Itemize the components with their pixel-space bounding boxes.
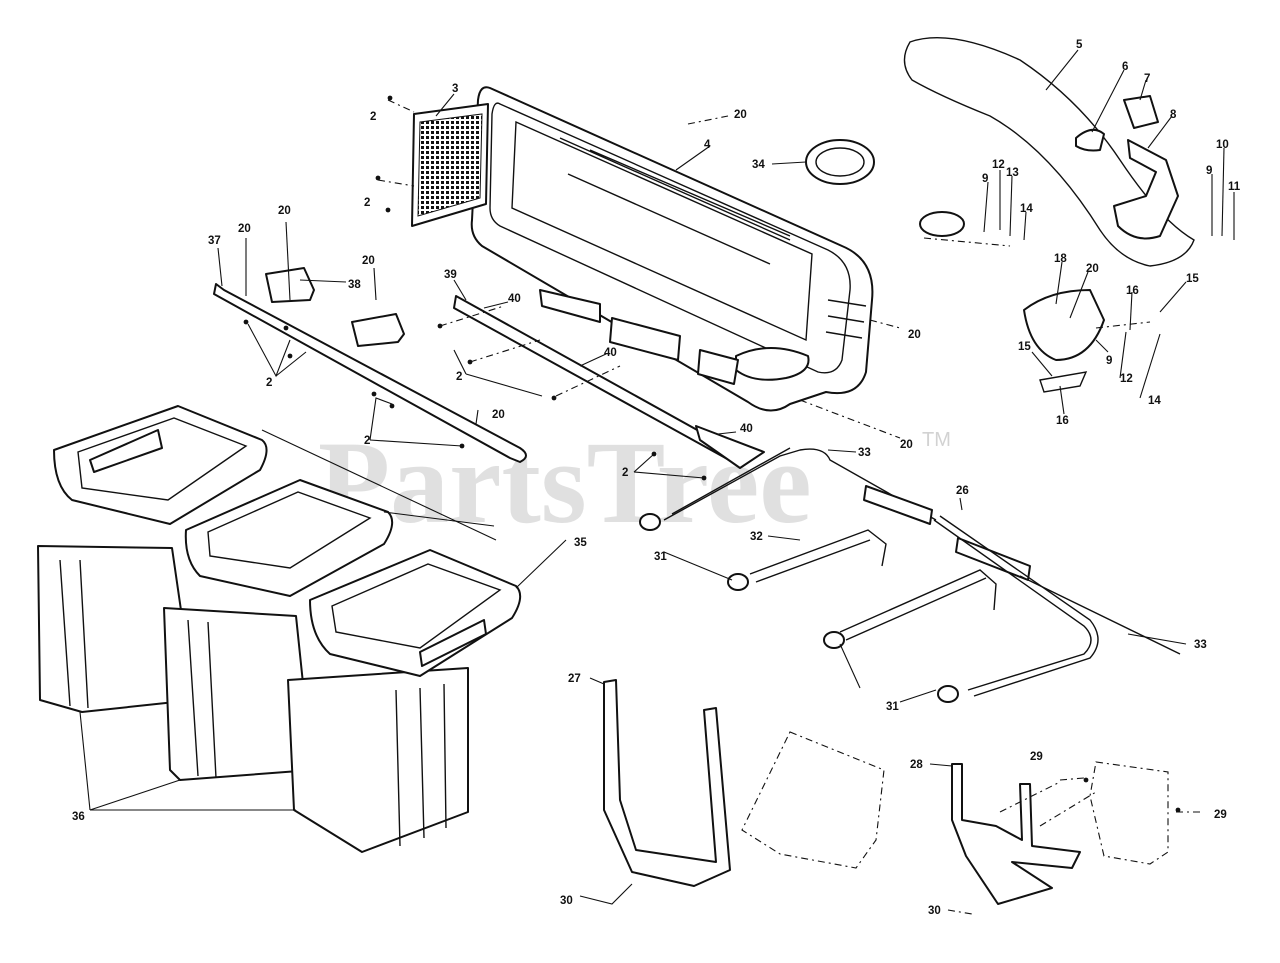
callout-labels: 2 2 2 2 2 2 3 4 5 6 7 8 9 9 9 10 11 12 1… [72,39,1241,917]
callout-2: 2 [622,467,628,479]
discharge-chute [903,37,1195,267]
pivot-bar [1039,371,1088,393]
hopper-housing [470,86,874,412]
callout-2: 2 [364,197,370,209]
round-plate [919,211,965,237]
callout-28: 28 [910,759,923,771]
callout-14: 14 [1020,203,1033,215]
callout-20: 20 [362,255,375,267]
callout-39: 39 [444,269,457,281]
hardware-fasteners [243,95,1181,813]
callout-14: 14 [1148,395,1161,407]
callout-30: 30 [928,905,941,917]
callout-10: 10 [1216,139,1229,151]
callout-9: 9 [1206,165,1212,177]
callout-37: 37 [208,235,221,247]
leader-lines [79,49,1235,915]
adapter-part [1023,289,1105,361]
callout-16: 16 [1056,415,1069,427]
callout-31: 31 [886,701,899,713]
callout-12: 12 [1120,373,1133,385]
callout-16: 16 [1126,285,1139,297]
callout-36: 36 [72,811,85,823]
callout-20: 20 [238,223,251,235]
callout-20: 20 [492,409,505,421]
callout-20: 20 [278,205,291,217]
rear-bar [453,289,765,469]
callout-27: 27 [568,673,581,685]
callout-34: 34 [752,159,765,171]
callout-7: 7 [1144,73,1150,85]
callout-29: 29 [1214,809,1227,821]
callout-40: 40 [740,423,753,435]
mounting-plate-left [741,731,885,869]
callout-32: 32 [750,531,763,543]
callout-9: 9 [982,173,988,185]
ring-seal [805,139,875,185]
bag-3 [287,549,522,853]
callout-30: 30 [560,895,573,907]
callout-40: 40 [508,293,521,305]
hitch-bracket-right [951,763,1081,905]
callout-13: 13 [1006,167,1019,179]
callout-15: 15 [1018,341,1031,353]
callout-33: 33 [858,447,871,459]
callout-9: 9 [1106,355,1112,367]
callout-35: 35 [574,537,587,549]
bag-1 [37,405,268,713]
callout-6: 6 [1122,61,1128,73]
callout-5: 5 [1076,39,1083,51]
support-rail [213,267,527,463]
callout-29: 29 [1030,751,1043,763]
callout-38: 38 [348,279,361,291]
hitch-bracket-left [603,679,731,887]
callout-8: 8 [1170,109,1177,121]
callout-18: 18 [1054,253,1067,265]
mount-bracket [1113,139,1179,240]
callout-2: 2 [456,371,462,383]
callout-2: 2 [266,377,272,389]
callout-20: 20 [734,109,747,121]
callout-20: 20 [1086,263,1099,275]
latch-part [1123,95,1159,129]
watermark-trademark: TM [922,429,951,451]
callout-15: 15 [1186,273,1199,285]
callout-26: 26 [956,485,969,497]
callout-11: 11 [1228,181,1241,193]
callout-3: 3 [452,83,458,95]
callout-31: 31 [654,551,667,563]
callout-2: 2 [364,435,370,447]
bag-frame [639,447,1181,703]
callout-12: 12 [992,159,1005,171]
bag-2 [163,479,394,781]
callout-40: 40 [604,347,617,359]
screen-panel [411,103,489,227]
cap-part [1075,128,1105,152]
callout-20: 20 [908,329,921,341]
callout-2: 2 [370,111,376,123]
callout-4: 4 [704,139,711,151]
callout-33: 33 [1194,639,1207,651]
mounting-plate-right [1089,761,1169,865]
callout-20: 20 [900,439,913,451]
